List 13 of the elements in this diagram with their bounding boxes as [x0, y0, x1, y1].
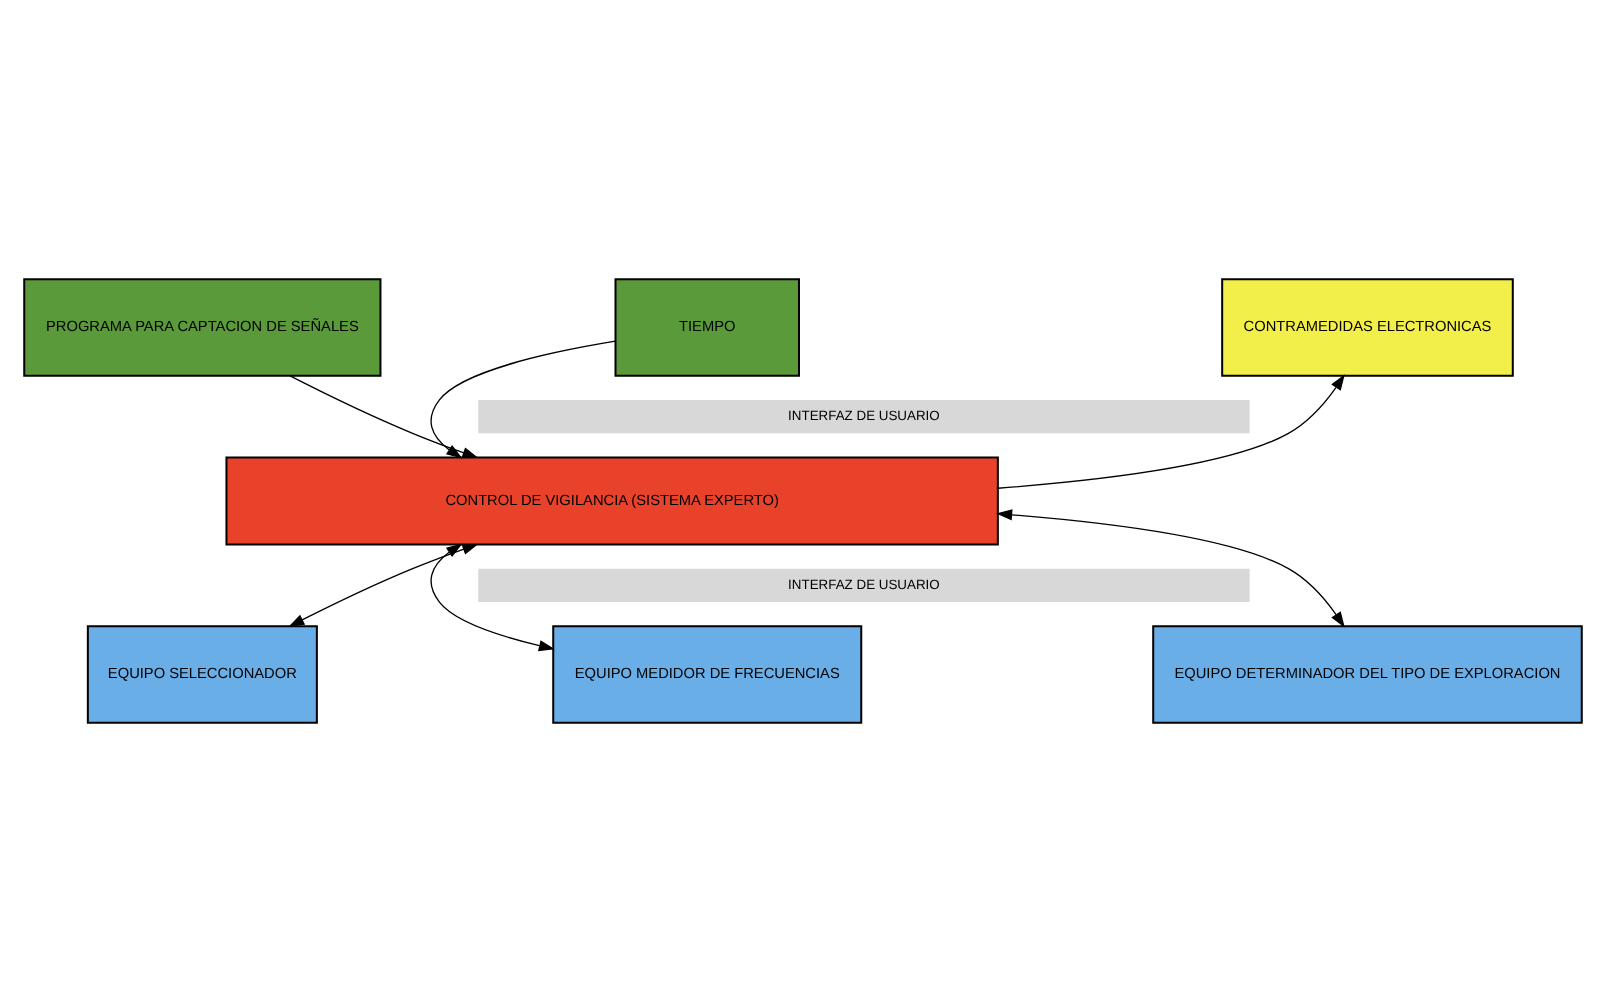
arrow	[288, 542, 479, 626]
node-box: CONTRAMEDIDAS ELECTRONICAS	[1221, 277, 1514, 376]
arrow	[997, 373, 1345, 488]
arrow	[430, 339, 616, 458]
node-box: TIEMPO	[614, 277, 800, 376]
arrow	[996, 508, 1345, 627]
node-box: EQUIPO SELECCIONADOR	[86, 624, 318, 723]
node-box: EQUIPO DETERMINADOR DEL TIPO DE EXPLORACION	[1152, 624, 1583, 723]
node-box: PROGRAMA PARA CAPTACION DE SEÑALES	[23, 277, 382, 376]
node-box: EQUIPO MEDIDOR DE FRECUENCIAS	[552, 624, 863, 723]
arrow	[289, 374, 479, 458]
node-box: CONTROL DE VIGILANCIA (SISTEMA EXPERTO)	[225, 455, 999, 545]
arrow	[430, 542, 555, 651]
